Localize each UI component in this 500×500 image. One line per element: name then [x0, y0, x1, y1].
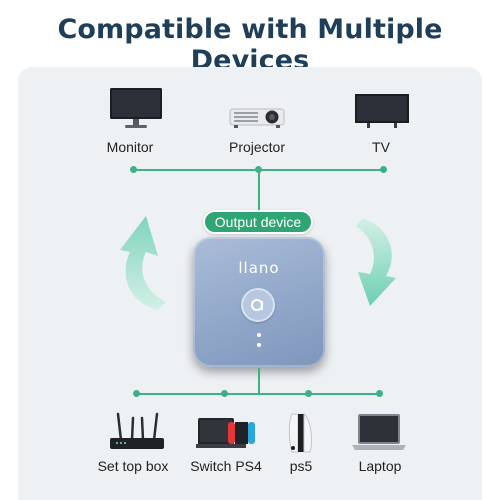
- brand-logo: llano: [238, 259, 280, 277]
- output-connector-stem: [258, 169, 260, 211]
- tv-icon: [355, 94, 409, 128]
- switch-button: [241, 288, 275, 322]
- connector-dot: [380, 166, 387, 173]
- arrow-down-right-icon: [356, 218, 396, 306]
- monitor-icon: [110, 88, 162, 128]
- input-label-switch-ps4: Switch PS4: [190, 458, 262, 474]
- connector-dot: [376, 390, 383, 397]
- connector-dot: [305, 390, 312, 397]
- laptop-icon: [352, 414, 406, 450]
- game-console-icon: [196, 418, 255, 448]
- connector-dot: [130, 166, 137, 173]
- connector-dot: [255, 166, 262, 173]
- output-label-tv: TV: [372, 139, 390, 155]
- output-label-monitor: Monitor: [106, 139, 154, 155]
- connector-dot: [221, 390, 228, 397]
- output-label-projector: Projector: [228, 139, 286, 155]
- input-label-laptop: Laptop: [358, 458, 402, 474]
- input-label-set-top-box: Set top box: [97, 458, 169, 474]
- page-title: Compatible with Multiple Devices: [57, 14, 443, 76]
- ps5-icon: [288, 412, 313, 453]
- projector-icon: [229, 108, 285, 128]
- indicator-led: [257, 343, 261, 347]
- arrow-up-left-icon: [120, 216, 166, 310]
- connector-dot: [133, 390, 140, 397]
- input-connector-line: [136, 393, 382, 395]
- switch-device: llano: [193, 237, 325, 371]
- output-device-badge: Output device: [203, 210, 313, 234]
- indicator-led: [257, 333, 261, 337]
- input-connector-stem: [258, 368, 260, 394]
- letter-a-icon: [251, 299, 263, 311]
- input-label-ps5: ps5: [289, 458, 313, 474]
- set-top-box-icon: [110, 412, 164, 449]
